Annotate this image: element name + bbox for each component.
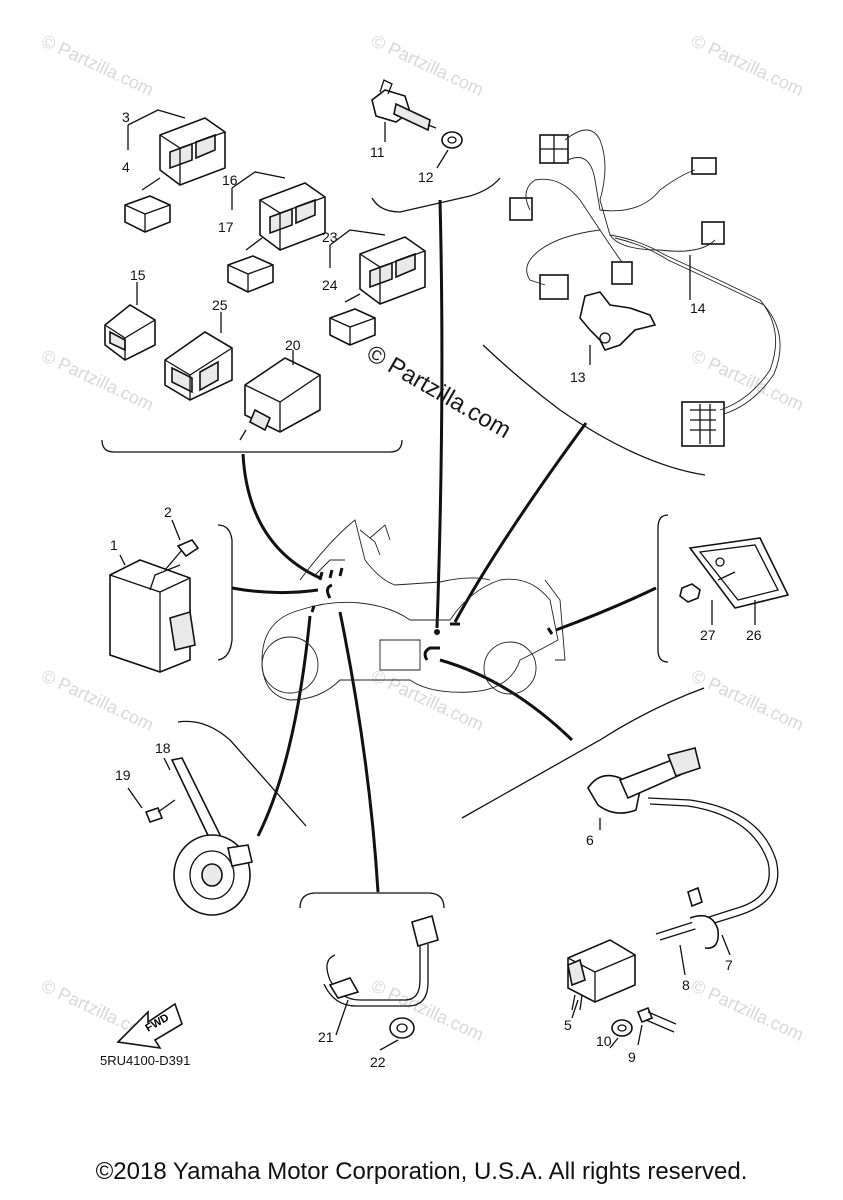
watermark-text: © Partzilla.com xyxy=(688,30,806,99)
center-watermark: © Partzilla.com xyxy=(362,340,516,444)
part-label-2: 2 xyxy=(164,504,172,520)
part-label-4: 4 xyxy=(122,159,130,175)
part-label-6: 6 xyxy=(586,832,594,848)
part-label-11: 11 xyxy=(370,144,385,160)
part-label-18: 18 xyxy=(155,740,171,756)
part-label-21: 21 xyxy=(318,1029,334,1045)
diagram-code: 5RU4100-D391 xyxy=(100,1053,190,1068)
watermark-text: © Partzilla.com xyxy=(368,665,486,734)
connector-3 xyxy=(159,117,226,186)
part-label-16: 16 xyxy=(222,172,238,188)
part-label-26: 26 xyxy=(746,627,762,643)
part-label-9: 9 xyxy=(628,1049,636,1065)
part-label-12: 12 xyxy=(418,169,434,185)
thermo-unit-group xyxy=(371,79,463,169)
earth-lead-group xyxy=(323,914,439,1051)
part-label-14: 14 xyxy=(690,300,706,316)
group-brackets xyxy=(101,177,706,909)
watermark-text: © Partzilla.com xyxy=(38,30,156,99)
part-label-27: 27 xyxy=(700,627,716,643)
part-label-1: 1 xyxy=(110,537,118,553)
horn-group xyxy=(127,757,253,916)
coupler-24 xyxy=(329,308,376,346)
wiring-harness-group xyxy=(509,129,781,447)
coupler-17 xyxy=(227,255,274,293)
part-label-15: 15 xyxy=(130,267,146,283)
watermark-text: © Partzilla.com xyxy=(38,345,156,414)
watermark-text: © Partzilla.com xyxy=(368,30,486,99)
leader-lines xyxy=(231,199,657,893)
part-label-7: 7 xyxy=(725,957,733,973)
motorcycle-outline xyxy=(261,519,566,701)
part-label-23: 23 xyxy=(322,229,338,245)
connector-group xyxy=(104,109,426,441)
coupler-4 xyxy=(124,195,171,233)
copyright-notice: ©2018 Yamaha Motor Corporation, U.S.A. A… xyxy=(95,1158,748,1185)
connector-16 xyxy=(259,182,326,251)
part-label-25: 25 xyxy=(212,297,228,313)
part-label-13: 13 xyxy=(570,369,586,385)
part-label-8: 8 xyxy=(682,977,690,993)
watermark-text: © Partzilla.com xyxy=(38,665,156,734)
part-label-22: 22 xyxy=(370,1054,386,1070)
part-label-24: 24 xyxy=(322,277,338,293)
ignition-coil-group xyxy=(567,747,779,1049)
connector-25 xyxy=(164,331,233,401)
relay-unit-group xyxy=(109,519,200,673)
connector-15 xyxy=(104,304,156,361)
diagram-canvas: © Partzilla.com © Partzilla.com © Partzi… xyxy=(38,30,806,1070)
part-label-19: 19 xyxy=(115,767,131,783)
watermark-text: © Partzilla.com xyxy=(688,975,806,1044)
part-label-20: 20 xyxy=(285,337,301,353)
watermark-text: © Partzilla.com xyxy=(688,665,806,734)
part-label-5: 5 xyxy=(564,1017,572,1033)
connector-23 xyxy=(359,236,426,305)
part-label-17: 17 xyxy=(218,219,234,235)
part-label-3: 3 xyxy=(122,109,130,125)
part-labels: 3 4 16 17 23 24 15 25 20 11 12 14 13 1 2… xyxy=(110,109,762,1070)
relay-20 xyxy=(239,357,321,441)
gasket-group xyxy=(679,537,790,625)
part-label-10: 10 xyxy=(596,1033,612,1049)
